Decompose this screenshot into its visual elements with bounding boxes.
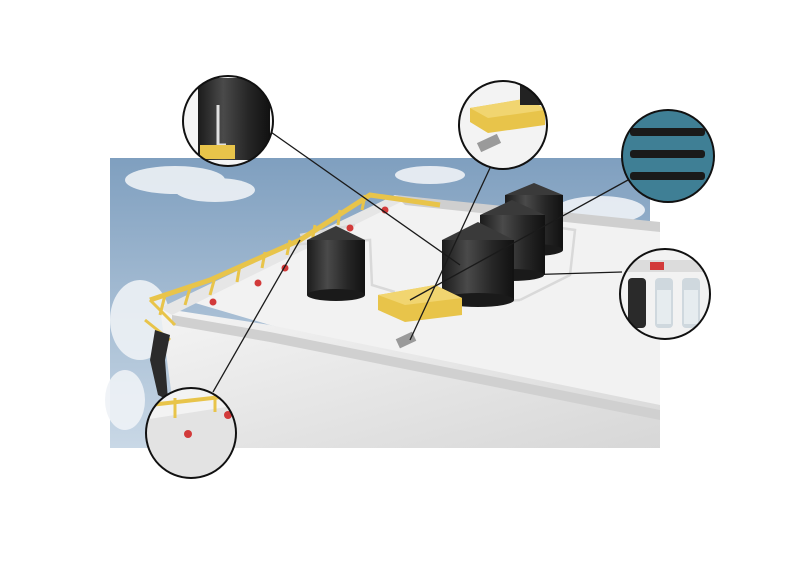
callout-filter-media <box>621 109 715 203</box>
gutter-outlet-markers <box>209 206 389 306</box>
callout-gutter-outlet <box>145 387 237 479</box>
callout-tank-outlet <box>182 75 274 167</box>
tank-small <box>307 226 365 301</box>
callout-float-valve <box>458 80 548 170</box>
callout-filtration-unit <box>619 248 711 340</box>
callout-leader-lines <box>212 129 629 393</box>
water-tanks <box>307 183 563 307</box>
